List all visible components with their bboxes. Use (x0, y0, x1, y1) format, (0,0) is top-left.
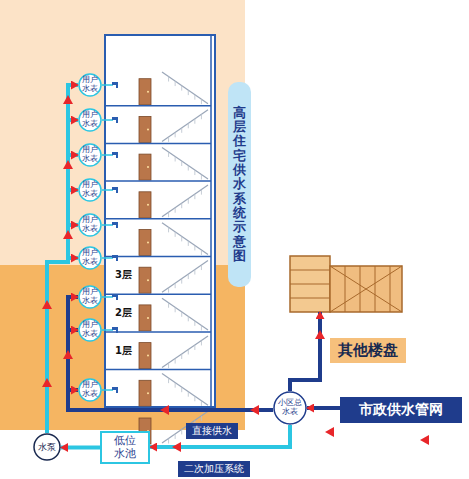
direct-pipe (68, 330, 273, 410)
water-meter: 用户水表 (78, 143, 102, 167)
flow-arrow (315, 330, 325, 339)
water-meter: 用户水表 (78, 318, 102, 342)
flow-arrow (172, 442, 181, 452)
flow-arrow (63, 160, 73, 169)
node-text: 用户水表 (82, 76, 98, 94)
node-text: 用户水表 (82, 146, 98, 164)
building-wall (210, 35, 212, 407)
direct-pipe (307, 406, 340, 410)
flow-arrow (63, 350, 73, 359)
node-text: 其他楼盘 (330, 338, 406, 363)
other-estate: 其他楼盘 (290, 250, 410, 312)
node-text: 用户水表 (82, 181, 98, 199)
flow-arrow (325, 427, 334, 437)
booster-system-tag: 二次加压系统 (178, 461, 250, 477)
water-meter: 用户水表 (78, 246, 102, 270)
direct-pipe (290, 312, 320, 391)
booster-pipe (47, 85, 78, 433)
node-text: 低位水池 (114, 435, 136, 459)
direct-pipe (68, 297, 273, 410)
node-text: 用户水表 (82, 288, 98, 306)
building-floors (102, 72, 211, 444)
node-text: 用户水表 (82, 249, 98, 267)
title-pill: 高层住宅供水系统示意图 (228, 82, 251, 287)
floor-label: 2层 (114, 306, 133, 320)
booster-pipe (47, 120, 78, 433)
booster-pipe (47, 258, 78, 433)
node-text: 用户水表 (82, 111, 98, 129)
main-meter: 小区总水表 (273, 391, 307, 425)
flow-arrow (42, 300, 52, 309)
flow-arrow (63, 95, 73, 104)
water-meter: 用户水表 (78, 213, 102, 237)
water-meter: 用户水表 (78, 285, 102, 309)
node-text: 高层住宅供水系统示意图 (233, 106, 246, 263)
booster-pipe (61, 446, 100, 450)
node-text: 用户水表 (82, 216, 98, 234)
direct-supply-tag: 直接供水 (186, 423, 238, 439)
node-text: 小区总水表 (278, 399, 302, 417)
water-meter: 用户水表 (78, 108, 102, 132)
flow-arrow (63, 230, 73, 239)
node-text: 市政供水管网 (359, 401, 443, 419)
floor-label: 3层 (114, 268, 133, 282)
node-text: 水泵 (38, 441, 56, 454)
municipal-network: 市政供水管网 (340, 397, 462, 423)
water-meter: 用户水表 (78, 73, 102, 97)
water-pump: 水泵 (33, 433, 61, 461)
flow-arrow (420, 435, 429, 445)
flow-arrow (42, 378, 52, 387)
water-meter: 用户水表 (78, 178, 102, 202)
node-text: 用户水表 (82, 381, 98, 399)
flow-arrow (250, 405, 259, 415)
other-estate-illustration (290, 256, 402, 312)
node-text: 用户水表 (82, 321, 98, 339)
water-meter: 用户水表 (78, 378, 102, 402)
building-outline (105, 35, 215, 407)
flow-arrow (160, 405, 169, 415)
booster-pipe (47, 190, 78, 433)
floor-label: 1层 (114, 344, 133, 358)
low-pool: 低位水池 (100, 431, 150, 464)
